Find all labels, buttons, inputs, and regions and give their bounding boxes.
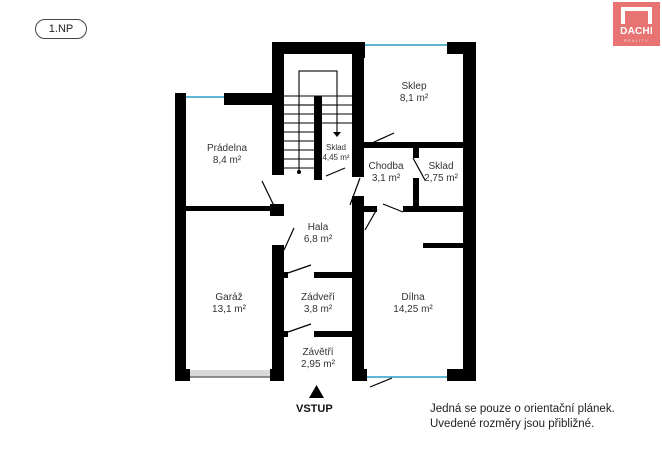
entrance-label: VSTUP (296, 403, 333, 415)
disclaimer-line-2: Uvedené rozměry jsou přibližné. (430, 418, 595, 430)
room-chodba: Chodba 3,1 m² (368, 161, 403, 185)
room-dilna: Dílna 14,25 m² (393, 292, 432, 316)
logo-name: DACHI (620, 26, 653, 37)
room-sklep: Sklep 8,1 m² (400, 81, 428, 105)
garage-door (190, 370, 270, 378)
room-sklad: Sklad 2,75 m² (424, 161, 458, 185)
room-area: 4,45 m² (322, 153, 350, 162)
floor-level-badge: 1.NP (35, 19, 87, 39)
staircase (284, 70, 352, 172)
room-area: 3,8 m² (303, 304, 333, 315)
dachi-logo: DACHI REALITY (613, 2, 660, 46)
room-garaz: Garáž 13,1 m² (212, 292, 246, 316)
room-name: Hala (307, 222, 329, 233)
room-area: 3,1 m² (371, 173, 401, 184)
room-area: 14,25 m² (393, 304, 433, 315)
room-area: 2,75 m² (424, 173, 458, 184)
doors (261, 132, 426, 388)
room-area: 8,1 m² (399, 93, 429, 104)
room-name: Garáž (215, 292, 243, 303)
logo-subtitle: REALITY (623, 38, 650, 43)
room-pradelna: Prádelna 8,4 m² (207, 143, 247, 167)
room-name: Sklad (428, 161, 454, 172)
windows (186, 44, 447, 378)
room-area: 13,1 m² (212, 304, 246, 315)
disclaimer-line-1: Jedná se pouze o orientační plánek. (430, 403, 615, 415)
room-sklad-stairs: Sklad 4,45 m² (322, 143, 349, 163)
room-name: Dílna (401, 292, 425, 303)
room-name: Závětří (302, 347, 334, 358)
room-hala: Hala 6,8 m² (304, 222, 332, 246)
room-name: Sklep (401, 81, 427, 92)
walls (175, 42, 476, 381)
room-zadveri: Zádveří 3,8 m² (301, 292, 335, 316)
room-zavetri: Závětří 2,95 m² (301, 347, 335, 371)
room-name: Prádelna (206, 143, 248, 154)
room-name: Chodba (368, 161, 404, 172)
room-area: 2,95 m² (301, 359, 335, 370)
room-area: 6,8 m² (303, 234, 333, 245)
logo-roof-icon (621, 7, 652, 24)
disclaimer-note: Jedná se pouze o orientační plánek. Uved… (430, 402, 615, 432)
room-name: Zádveří (301, 292, 335, 303)
room-area: 8,4 m² (212, 155, 242, 166)
room-name: Sklad (325, 143, 346, 152)
stair-direction-arrow (333, 132, 341, 137)
entrance-arrow-icon (309, 385, 324, 398)
